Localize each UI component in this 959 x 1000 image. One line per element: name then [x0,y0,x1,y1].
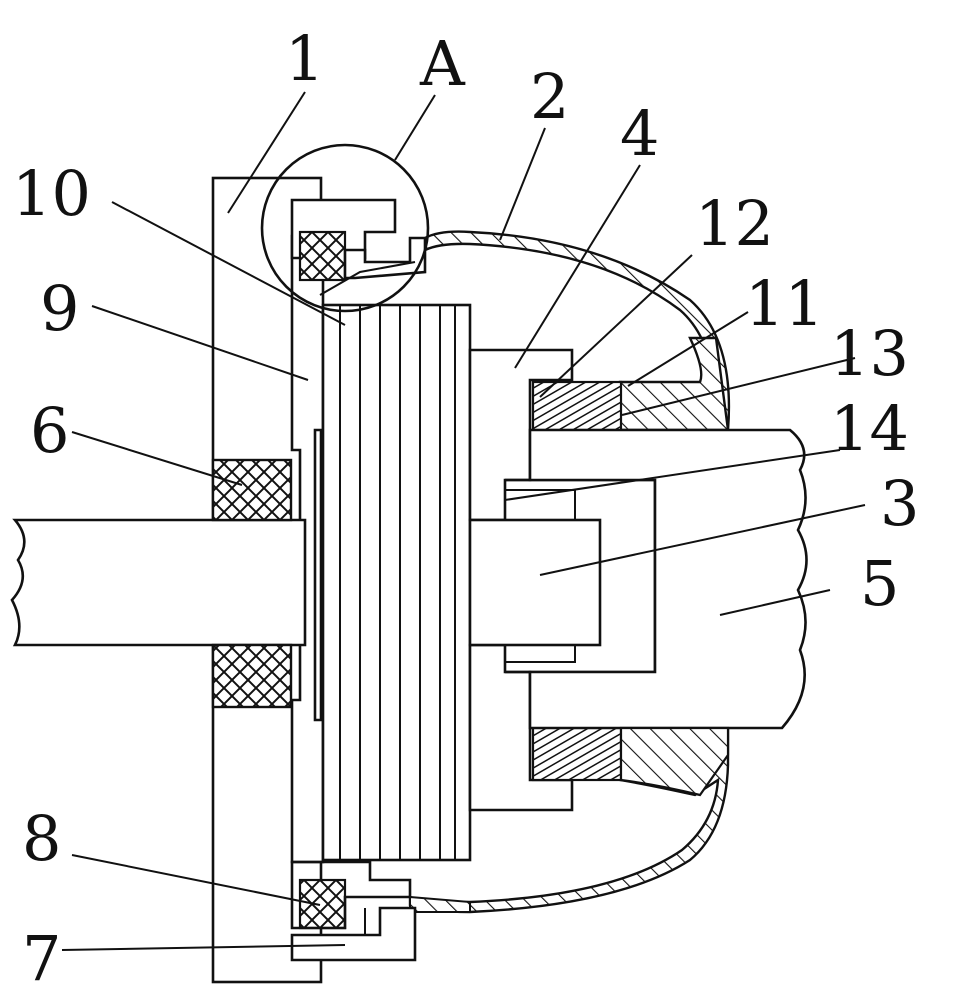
label-a: A [419,27,466,100]
leader-lines [61,91,866,951]
spring-top [531,380,623,432]
spring-bottom [531,725,623,782]
label-4: 4 [620,97,659,170]
label-13: 13 [830,317,909,390]
label-7: 7 [22,922,61,995]
right-shaft [528,428,808,730]
top-seal-detail [290,198,427,296]
label-14: 14 [830,392,909,465]
detail-circle-a [260,143,430,313]
label-2: 2 [530,60,569,133]
hub-lower [468,643,574,812]
part-labels: 1 A 2 4 10 12 11 13 9 14 6 3 5 8 7 [12,22,919,995]
label-9: 9 [40,272,79,345]
bottom-seal-detail [290,860,417,962]
hub-core [468,518,602,647]
left-shaft [10,518,307,647]
bearing-top [211,458,293,522]
label-12: 12 [695,187,774,260]
label-6: 6 [30,394,69,467]
bearing-bottom [211,643,293,709]
label-8: 8 [22,802,61,875]
label-3: 3 [880,467,919,540]
label-1: 1 [285,22,324,95]
label-5: 5 [860,547,899,620]
lower-stop [619,726,730,797]
label-11: 11 [745,267,824,340]
label-10: 10 [12,157,91,230]
disc-stack [321,303,472,862]
